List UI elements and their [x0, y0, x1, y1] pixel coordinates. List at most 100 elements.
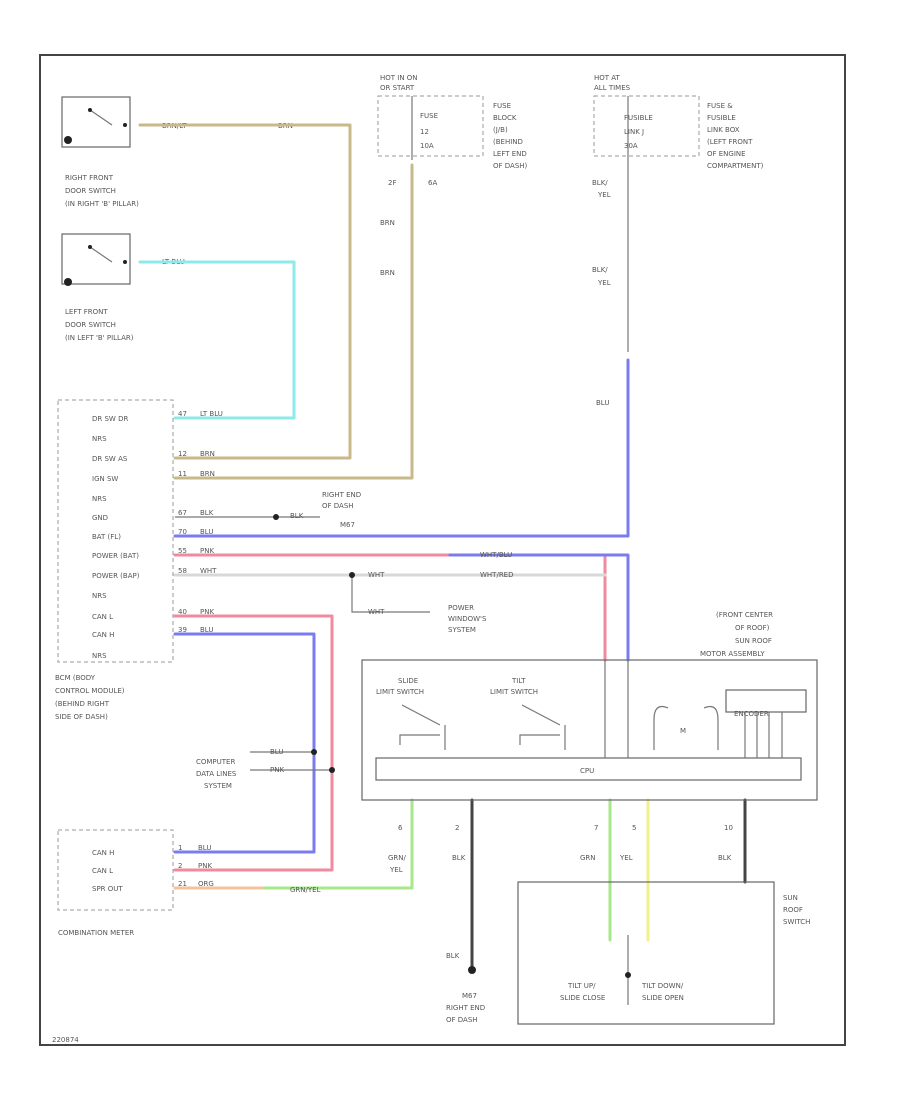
pin-6: 6	[398, 824, 403, 832]
left-front-door-switch: LEFT FRONT DOOR SWITCH (IN LEFT 'B' PILL…	[61, 233, 134, 342]
m67-2: RIGHT END	[446, 1004, 485, 1012]
srs-2: ROOF	[783, 906, 803, 914]
blk-gnd: BLK	[446, 952, 460, 960]
bcm-wire-color: BLU	[200, 626, 213, 634]
grnyel-v2: YEL	[389, 866, 403, 874]
rf-door-line3: (IN RIGHT 'B' PILLAR)	[65, 200, 139, 208]
fl-loc-3: LINK BOX	[707, 126, 740, 134]
fuse-loc-3: (J/B)	[493, 126, 508, 134]
srs-1: SUN	[783, 894, 798, 902]
blkyel2-b: YEL	[597, 279, 611, 287]
wht-a-label: WHT	[368, 571, 385, 579]
bcm-pin-number: 70	[178, 528, 187, 536]
fuse-line3: 10A	[420, 142, 434, 150]
fl-3: 30A	[624, 142, 638, 150]
gnd-label-1: RIGHT END	[322, 491, 361, 499]
fuse-line2: 12	[420, 128, 429, 136]
bcm-pin-number: 55	[178, 547, 187, 555]
bcm-wire-color: PNK	[200, 608, 214, 616]
slide-sw-2: LIMIT SWITCH	[376, 688, 424, 696]
bcm-pin-label: IGN SW	[92, 475, 118, 483]
pin-10: 10	[724, 824, 733, 832]
grnyel-label: GRN/YEL	[290, 886, 321, 894]
meter-pin-label: CAN L	[92, 867, 113, 875]
bcm-pin-number: 47	[178, 410, 187, 418]
pin-6a: 6A	[428, 179, 437, 187]
fuse-loc-6: OF DASH)	[493, 162, 528, 170]
meter-wire-color: BLU	[198, 844, 211, 852]
computer-data-lines: BLU PNK COMPUTER DATA LINES SYSTEM	[196, 748, 335, 790]
bcm-pin-number: 12	[178, 450, 187, 458]
fuse-loc-1: FUSE	[493, 102, 511, 110]
fusible-link-box: HOT AT ALL TIMES FUSIBLE LINK J 30A FUSE…	[593, 74, 764, 170]
cdl-1: COMPUTER	[196, 758, 235, 766]
blkyel1-a: BLK/	[592, 179, 608, 187]
cdl-wire1: BLU	[270, 748, 283, 756]
blu-vertical-label: BLU	[596, 399, 609, 407]
fl-1: FUSIBLE	[624, 114, 653, 122]
diagram-code: 220874	[52, 1036, 79, 1044]
wire-brn-fuse	[173, 163, 414, 480]
encoder-label: ENCODER	[734, 710, 769, 718]
srs-3: SWITCH	[783, 918, 810, 926]
tilt-up-2: SLIDE CLOSE	[560, 994, 605, 1002]
fuse-block: HOT IN ON OR START FUSE 12 10A FUSE BLOC…	[377, 74, 528, 170]
sr-loc-3: SUN ROOF	[735, 637, 772, 645]
wire-pnk-canl	[173, 614, 334, 872]
pws-2: WINDOW'S	[448, 615, 487, 623]
tilt-up-1: TILT UP/	[567, 982, 596, 990]
fuse-loc-4: (BEHIND	[493, 138, 523, 146]
meter-pin-label: CAN H	[92, 849, 114, 857]
bcm-pin-label: POWER (BAT)	[92, 552, 139, 560]
meter-wire-color: PNK	[198, 862, 212, 870]
tilt-dn-1: TILT DOWN/	[641, 982, 684, 990]
hot-run-2: OR START	[380, 84, 415, 92]
fuse-loc-2: BLOCK	[493, 114, 517, 122]
bcm-wire-color: LT BLU	[200, 410, 223, 418]
fl-loc-6: COMPARTMENT)	[707, 162, 764, 170]
bcm-line2: CONTROL MODULE)	[55, 687, 125, 695]
pin-7: 7	[594, 824, 598, 832]
cdl-wire2: PNK	[270, 766, 284, 774]
bcm-line1: BCM (BODY	[55, 674, 96, 682]
bcm-pin-label: BAT (FL)	[92, 533, 121, 541]
bcm-line4: SIDE OF DASH)	[55, 713, 108, 721]
pin-2f: 2F	[388, 179, 396, 187]
bcm-pin-label: NRS	[92, 435, 107, 443]
fuse-line1: FUSE	[420, 112, 438, 120]
whtblu-label: WHT/BLU	[480, 551, 512, 559]
yel-v: YEL	[619, 854, 633, 862]
gnd-label-2: OF DASH	[322, 502, 354, 510]
sunroof-switch: SUN ROOF SWITCH TILT UP/ SLIDE CLOSE TIL…	[517, 881, 810, 1025]
sunroof-motor-assembly: (FRONT CENTER OF ROOF) SUN ROOF MOTOR AS…	[361, 611, 818, 801]
bcm-pin-number: 39	[178, 626, 187, 634]
meter-pin-number: 2	[178, 862, 182, 870]
bcm-pin-label: POWER (BAP)	[92, 572, 140, 580]
bcm-wire-color: BRN	[200, 470, 215, 478]
blkyel2-a: BLK/	[592, 266, 608, 274]
m67-3: OF DASH	[446, 1016, 478, 1024]
rf-door-line2: DOOR SWITCH	[65, 187, 116, 195]
fl-2: LINK J	[624, 128, 644, 136]
fl-loc-5: OF ENGINE	[707, 150, 746, 158]
bcm-pin-label: NRS	[92, 652, 107, 660]
meter-label: COMBINATION METER	[58, 929, 134, 937]
cpu-label: CPU	[580, 767, 594, 775]
meter-pin-label: SPR OUT	[92, 885, 123, 893]
bcm-pin-label: DR SW DR	[92, 415, 128, 423]
sr-loc-4: MOTOR ASSEMBLY	[700, 650, 765, 658]
pin-5: 5	[632, 824, 636, 832]
wire-pnk-bat	[173, 553, 607, 662]
pin-2: 2	[455, 824, 459, 832]
grnyel-v1: GRN/	[388, 854, 407, 862]
bcm-wire-color: BRN	[200, 450, 215, 458]
brn-label-2: BRN	[380, 269, 395, 277]
bcm-pin-number: 11	[178, 470, 187, 478]
bcm-pin-label: DR SW AS	[92, 455, 128, 463]
m67-1: M67	[462, 992, 477, 1000]
hot-at-1: HOT AT	[594, 74, 621, 82]
bcm-line3: (BEHIND RIGHT	[55, 700, 110, 708]
whtred-label: WHT/RED	[480, 571, 514, 579]
lf-door-line3: (IN LEFT 'B' PILLAR)	[65, 334, 134, 342]
